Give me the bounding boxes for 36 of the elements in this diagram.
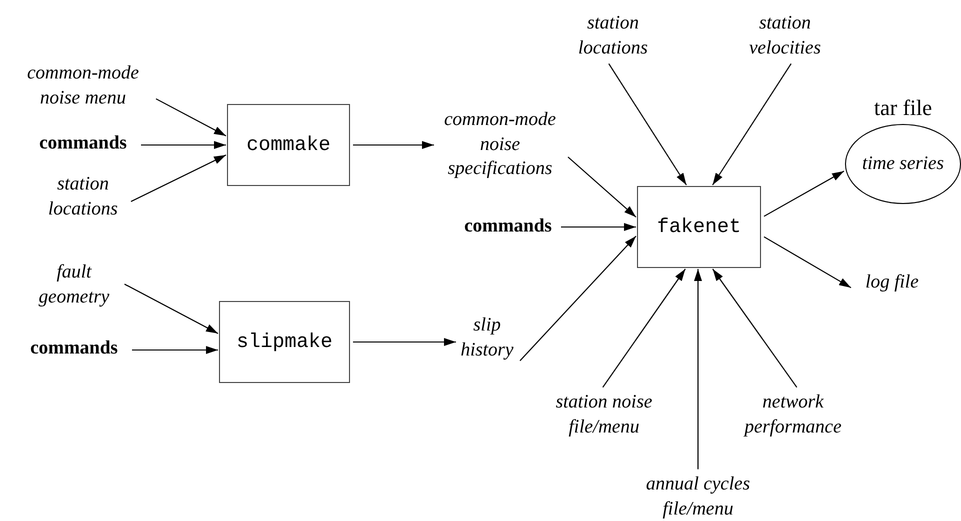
arrow bbox=[130, 154, 226, 202]
input-label: common-mode noise menu bbox=[13, 61, 153, 111]
input-label: common-mode noise specifications bbox=[435, 108, 565, 182]
arrow bbox=[568, 156, 636, 218]
arrow bbox=[141, 141, 226, 149]
input-label: network performance bbox=[733, 390, 853, 440]
input-label: station locations bbox=[38, 172, 128, 222]
process-box: slipmake bbox=[219, 301, 350, 383]
input-label: station locations bbox=[568, 11, 658, 61]
arrow bbox=[602, 268, 686, 388]
arrow bbox=[694, 269, 702, 470]
arrow bbox=[712, 63, 792, 186]
input-label: commands bbox=[458, 214, 558, 240]
arrow bbox=[764, 236, 852, 288]
input-label: commands bbox=[28, 132, 138, 156]
arrow bbox=[132, 346, 218, 354]
input-label: slip history bbox=[457, 313, 517, 363]
process-box: commake bbox=[227, 104, 350, 186]
output-ellipse: time series bbox=[845, 124, 961, 204]
input-label: annual cycles file/menu bbox=[633, 472, 763, 521]
arrow bbox=[353, 141, 434, 149]
file-heading: tar file bbox=[874, 96, 932, 120]
arrow bbox=[353, 338, 456, 346]
arrow bbox=[561, 223, 636, 231]
arrow bbox=[608, 63, 687, 186]
process-box: fakenet bbox=[637, 186, 761, 268]
arrow bbox=[712, 268, 798, 388]
input-label: station noise file/menu bbox=[534, 390, 674, 440]
input-label: commands bbox=[19, 336, 129, 362]
input-label: log file bbox=[852, 270, 932, 296]
arrow bbox=[520, 236, 636, 362]
arrow bbox=[124, 284, 218, 334]
input-label: fault geometry bbox=[26, 260, 122, 310]
arrow bbox=[156, 98, 226, 136]
arrow bbox=[764, 170, 844, 217]
input-label: station velocities bbox=[740, 11, 830, 61]
